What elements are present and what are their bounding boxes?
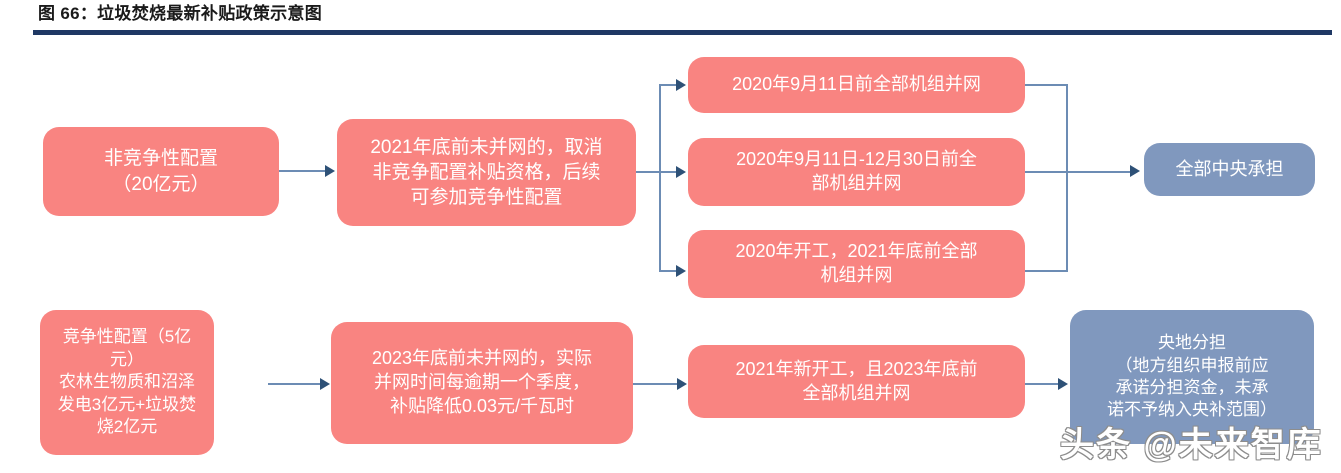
connector-branch-to-start-2020 xyxy=(659,270,678,272)
arrowhead-alloc-to-rule xyxy=(325,165,335,177)
arrowhead-merge-to-central-full xyxy=(1130,165,1140,177)
connector-new-start-to-shared xyxy=(1025,383,1060,385)
node-start-2020-grid-2021[interactable]: 2020年开工，2021年底前全部 机组并网 xyxy=(688,230,1025,298)
title-underline-rule xyxy=(33,30,1332,35)
node-new-start-2021[interactable]: 2021年新开工，且2023年底前 全部机组并网 xyxy=(688,345,1025,418)
connector-grid-before-0911-to-merge xyxy=(1025,84,1067,86)
node-grid-0911-1230[interactable]: 2020年9月11日-12月30日前全 部机组并网 xyxy=(688,138,1025,206)
node-competitive-rule[interactable]: 2023年底前未并网的，实际 并网时间每逾期一个季度， 补贴降低0.03元/千瓦… xyxy=(331,322,633,444)
arrowhead-competitive-rule-to-new-start xyxy=(677,378,687,390)
node-noncompetitive-alloc[interactable]: 非竞争性配置 （20亿元） xyxy=(43,127,279,216)
arrowhead-branch-to-start-2020 xyxy=(676,265,686,277)
node-competitive-alloc[interactable]: 竞争性配置（5亿元） 农林生物质和沼泽 发电3亿元+垃圾焚 烧2亿元 xyxy=(40,310,214,455)
arrowhead-competitive-alloc-to-rule xyxy=(320,378,330,390)
connector-competitive-rule-to-new-start xyxy=(633,383,678,385)
flowchart-diagram: 非竞争性配置 （20亿元） 2021年底前未并网的，取消 非竞争配置补贴资格，后… xyxy=(0,38,1341,473)
arrowhead-branch-to-grid-0911-1230 xyxy=(676,166,686,178)
node-central-full[interactable]: 全部中央承担 xyxy=(1144,143,1315,196)
connector-merge-to-central-full xyxy=(1025,171,1134,173)
connector-branch-to-grid-0911-1230 xyxy=(659,171,678,173)
arrowhead-new-start-to-shared xyxy=(1058,378,1068,390)
connector-start-2020-to-merge xyxy=(1025,270,1067,272)
connector-merge-trunk xyxy=(1066,84,1068,272)
connector-rule-to-branch xyxy=(636,171,674,173)
node-shared-central-local[interactable]: 央地分担 （地方组织申报前应 承诺分担资金，未承 诺不予纳入央补范围） xyxy=(1070,310,1314,444)
connector-alloc-to-rule xyxy=(279,170,325,172)
connector-branch-trunk xyxy=(659,84,661,272)
page-title: 图 66：垃圾焚烧最新补贴政策示意图 xyxy=(38,4,323,23)
figure-header: 图 66：垃圾焚烧最新补贴政策示意图 xyxy=(0,0,1341,38)
node-grid-before-0911[interactable]: 2020年9月11日前全部机组并网 xyxy=(688,57,1025,113)
connector-branch-to-grid-before-0911 xyxy=(659,84,678,86)
node-noncompetitive-rule[interactable]: 2021年底前未并网的，取消 非竞争配置补贴资格，后续 可参加竞争性配置 xyxy=(337,119,636,226)
arrowhead-branch-to-grid-before-0911 xyxy=(676,79,686,91)
connector-competitive-alloc-to-rule xyxy=(268,383,321,385)
